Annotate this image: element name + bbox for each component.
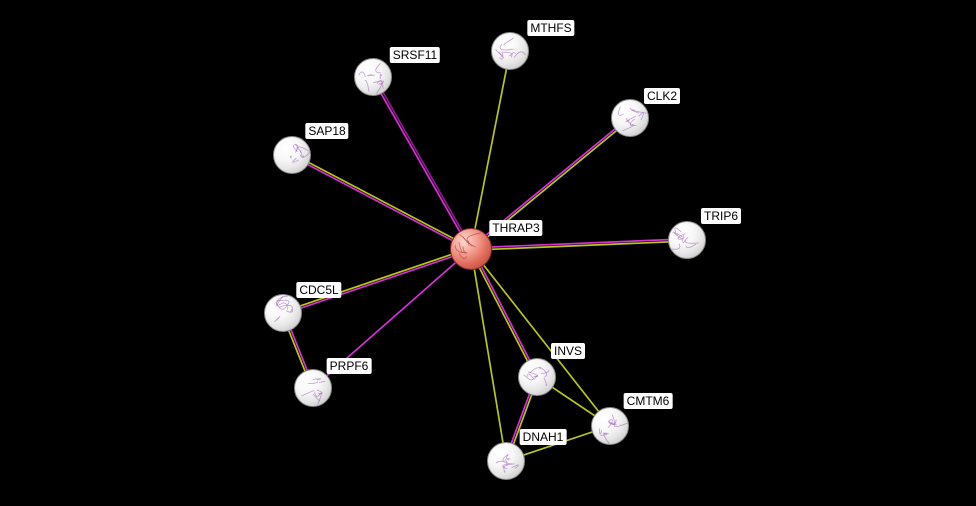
protein-structure-icon [358, 63, 384, 95]
node-CLK2[interactable] [611, 99, 649, 137]
node-DNAH1[interactable] [487, 442, 525, 480]
node-INVS[interactable] [518, 358, 556, 396]
protein-structure-icon [289, 143, 310, 163]
node-label-INVS: INVS [550, 343, 586, 359]
node-label-TRIP6: TRIP6 [700, 208, 742, 224]
node-SRSF11[interactable] [354, 58, 392, 96]
node-label-PRPF6: PRPF6 [326, 358, 372, 374]
edge-THRAP3-CMTM6[interactable] [470, 248, 611, 427]
edge-THRAP3-SAP18[interactable] [291, 155, 471, 251]
node-SAP18[interactable] [273, 136, 311, 174]
protein-structure-icon [495, 454, 519, 473]
protein-structure-icon [523, 366, 550, 386]
edge-THRAP3-INVS[interactable] [471, 248, 539, 377]
protein-structure-icon [671, 227, 699, 250]
node-CDC5L[interactable] [264, 294, 302, 332]
node-label-MTHFS: MTHFS [527, 20, 575, 36]
edge-THRAP3-MTHFS[interactable] [470, 50, 511, 250]
edge-THRAP3-INVS[interactable] [469, 249, 537, 378]
node-label-CLK2: CLK2 [643, 88, 681, 104]
node-THRAP3[interactable] [450, 228, 492, 270]
protein-structure-icon [598, 414, 628, 444]
edge-THRAP3-DNAH1[interactable] [470, 248, 507, 462]
protein-structure-icon [495, 37, 526, 60]
protein-structure-icon [454, 232, 482, 259]
edge-THRAP3-CDC5L[interactable] [283, 249, 472, 315]
node-label-DNAH1: DNAH1 [519, 429, 567, 445]
node-PRPF6[interactable] [294, 369, 332, 407]
protein-structure-icon [618, 106, 647, 132]
node-label-SRSF11: SRSF11 [389, 47, 441, 63]
edge-THRAP3-TRIP6[interactable] [471, 240, 688, 251]
protein-structure-icon [301, 378, 326, 405]
node-CMTM6[interactable] [591, 407, 629, 445]
edge-THRAP3-SAP18[interactable] [292, 153, 472, 249]
node-TRIP6[interactable] [668, 221, 706, 259]
node-label-THRAP3: THRAP3 [489, 220, 543, 236]
node-label-CMTM6: CMTM6 [623, 393, 673, 409]
protein-structure-icon [273, 295, 294, 323]
edge-THRAP3-SRSF11[interactable] [371, 77, 471, 250]
edge-THRAP3-CDC5L[interactable] [282, 247, 471, 313]
node-label-CDC5L: CDC5L [296, 282, 342, 298]
node-MTHFS[interactable] [491, 32, 529, 70]
edge-THRAP3-TRIP6[interactable] [470, 238, 687, 249]
edge-THRAP3-SRSF11[interactable] [373, 76, 473, 249]
node-label-SAP18: SAP18 [305, 123, 349, 139]
